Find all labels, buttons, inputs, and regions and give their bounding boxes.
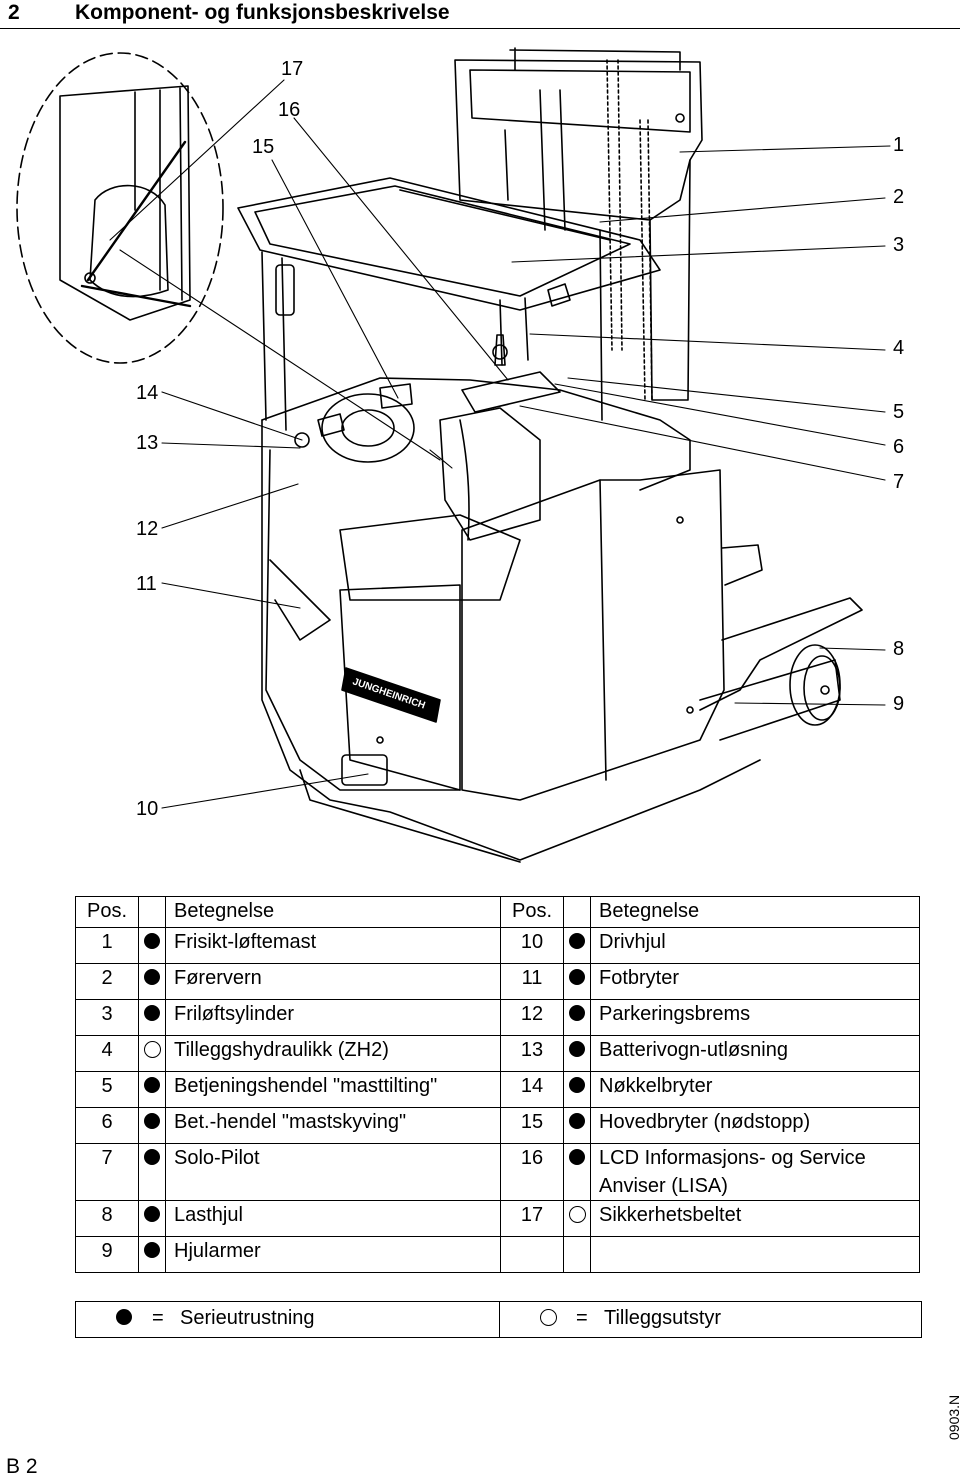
callout-5: 5	[893, 401, 904, 423]
callout-14: 14	[136, 382, 158, 404]
callout-11: 11	[136, 573, 157, 595]
component-table: Pos. Betegnelse Pos. Betegnelse 1 Frisik…	[75, 896, 920, 1273]
chapter-number: 2	[8, 1, 20, 24]
standard-dot-icon	[116, 1309, 132, 1326]
callout-7: 7	[893, 471, 904, 493]
standard-dot-icon	[144, 933, 160, 950]
overhead-guard	[237, 177, 661, 431]
callout-17: 17	[281, 58, 303, 80]
standard-dot-icon	[569, 1113, 585, 1130]
callout-6: 6	[893, 436, 904, 458]
header-designation: Betegnelse	[165, 896, 501, 928]
brand-plate: JUNGHEINRICH	[341, 667, 441, 723]
table-row: 2 Førervern 11 Fotbryter	[75, 963, 920, 1000]
legend-optional: = Tilleggsutstyr	[500, 1302, 921, 1337]
header-pos: Pos.	[75, 896, 139, 928]
callout-12: 12	[136, 518, 158, 540]
page-header: 2 Komponent- og funksjonsbeskrivelse	[0, 0, 960, 29]
legend-optional-label: Tilleggsutstyr	[604, 1307, 722, 1329]
standard-dot-icon	[144, 1242, 160, 1259]
wheel-arms	[699, 544, 863, 741]
callout-9: 9	[893, 693, 904, 715]
callout-8: 8	[893, 638, 904, 660]
standard-dot-icon	[144, 969, 160, 986]
standard-dot-icon	[144, 1113, 160, 1130]
standard-dot-icon	[144, 1206, 160, 1223]
leader-lines	[109, 79, 891, 809]
chassis	[261, 419, 761, 863]
optional-dot-icon	[568, 1205, 586, 1223]
header-designation: Betegnelse	[590, 896, 920, 928]
table-row: 1 Frisikt-løftemast 10 Drivhjul	[75, 927, 920, 964]
table-row: 7 Solo-Pilot 16 LCD Informasjons- og Ser…	[75, 1143, 920, 1201]
page-number: B 2	[6, 1455, 38, 1478]
table-row: 8 Lasthjul 17 Sikkerhetsbeltet	[75, 1200, 920, 1237]
callout-16: 16	[278, 99, 300, 121]
table-row: 9 Hjularmer	[75, 1236, 920, 1273]
callout-4: 4	[893, 337, 904, 359]
standard-dot-icon	[144, 1149, 160, 1166]
standard-dot-icon	[144, 1077, 160, 1094]
legend: = Serieutrustning = Tilleggsutstyr	[75, 1301, 922, 1338]
table-row: 3 Friløftsylinder 12 Parkeringsbrems	[75, 999, 920, 1036]
callout-2: 2	[893, 186, 904, 208]
dashboard	[261, 334, 691, 491]
standard-dot-icon	[144, 1005, 160, 1022]
table-row: 4 Tilleggshydraulikk (ZH2) 13 Batterivog…	[75, 1035, 920, 1072]
callout-13: 13	[136, 432, 158, 454]
callout-1: 1	[893, 134, 904, 156]
header-pos: Pos.	[500, 896, 564, 928]
seat	[339, 407, 541, 601]
standard-dot-icon	[569, 1149, 585, 1166]
optional-dot-icon	[540, 1308, 557, 1326]
forklift-illustration: JUNGHEINRICH 1 2 3 4 5	[16, 47, 904, 863]
standard-dot-icon	[569, 933, 585, 950]
table-row: 6 Bet.-hendel "mastskyving" 15 Hovedbryt…	[75, 1107, 920, 1144]
mast	[454, 47, 703, 421]
table-row: 5 Betjeningshendel "masttilting" 14 Nøkk…	[75, 1071, 920, 1108]
document-id: 0903.N	[946, 1394, 960, 1440]
callouts: 1 2 3 4 5 6 7 8 9 10 11 12 13 14 15 16 1…	[136, 58, 904, 820]
optional-dot-icon	[143, 1040, 161, 1058]
callout-3: 3	[893, 234, 904, 256]
callout-15: 15	[252, 136, 274, 158]
standard-dot-icon	[569, 1041, 585, 1058]
seatbelt-detail	[16, 52, 224, 364]
legend-standard-label: Serieutrustning	[180, 1307, 315, 1329]
callout-10: 10	[136, 798, 158, 820]
standard-dot-icon	[569, 1077, 585, 1094]
standard-dot-icon	[569, 1005, 585, 1022]
table-header-row: Pos. Betegnelse Pos. Betegnelse	[75, 896, 920, 928]
standard-dot-icon	[569, 969, 585, 986]
chapter-title: Komponent- og funksjonsbeskrivelse	[75, 1, 450, 24]
legend-standard: = Serieutrustning	[76, 1302, 500, 1337]
